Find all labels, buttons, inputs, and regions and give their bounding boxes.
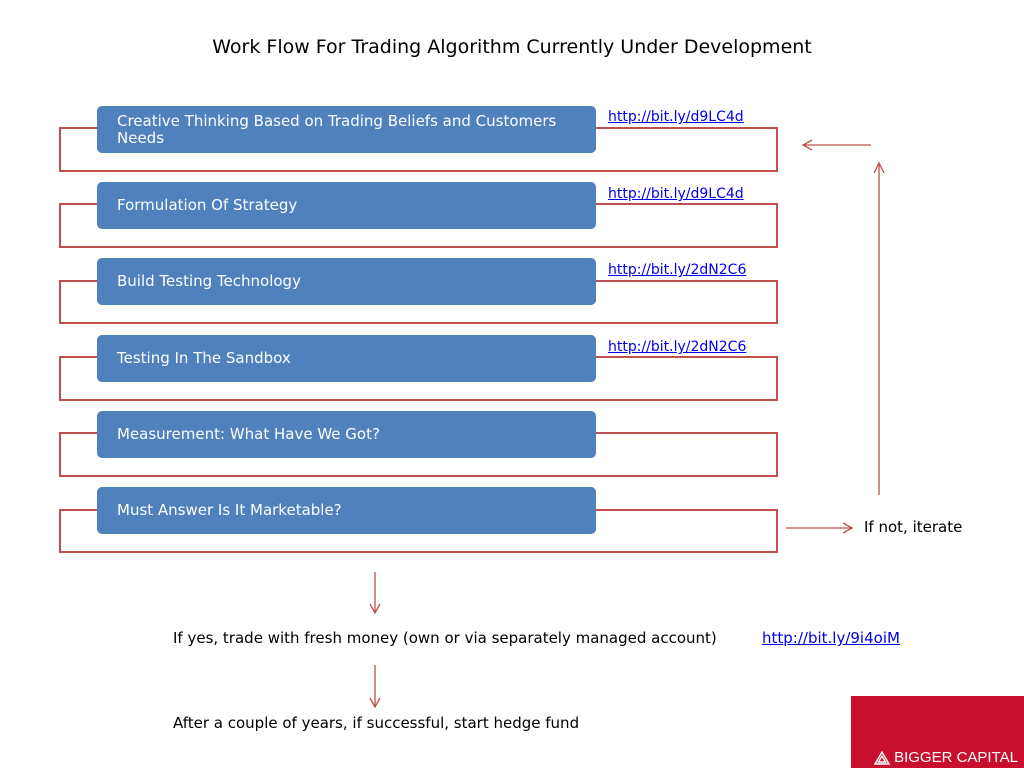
step-3-bracket <box>59 280 778 324</box>
step-marketable: Must Answer Is It Marketable? <box>97 487 596 534</box>
step-5-bracket <box>59 432 778 477</box>
step-label: Measurement: What Have We Got? <box>117 425 380 443</box>
step-4-link[interactable]: http://bit.ly/2dN2C6 <box>608 339 747 355</box>
final-down-arrow <box>369 665 381 709</box>
loop-up-arrow <box>873 161 885 495</box>
step-build-testing: Build Testing Technology <box>97 258 596 305</box>
yes-note: If yes, trade with fresh money (own or v… <box>173 629 717 647</box>
step-label: Creative Thinking Based on Trading Belie… <box>117 111 557 147</box>
brand-block: BIGGER CAPITAL <box>851 696 1024 768</box>
step-formulation: Formulation Of Strategy <box>97 182 596 229</box>
loop-back-arrow <box>801 139 871 151</box>
step-3-link[interactable]: http://bit.ly/2dN2C6 <box>608 262 747 278</box>
step-creative-thinking: Creative Thinking Based on Trading Belie… <box>97 106 596 153</box>
brand-logo: BIGGER CAPITAL <box>874 749 1018 766</box>
step-1-bracket <box>59 127 778 172</box>
step-2-link[interactable]: http://bit.ly/d9LC4d <box>608 186 744 202</box>
brand-name: BIGGER CAPITAL <box>894 749 1018 766</box>
step-sandbox: Testing In The Sandbox <box>97 335 596 382</box>
iterate-arrow <box>786 522 854 534</box>
step-2-bracket <box>59 203 778 248</box>
step-label: Formulation Of Strategy <box>117 196 298 214</box>
final-note: After a couple of years, if successful, … <box>173 714 580 732</box>
step-1-link[interactable]: http://bit.ly/d9LC4d <box>608 109 744 125</box>
step-label: Must Answer Is It Marketable? <box>117 501 342 519</box>
bigger-capital-logo-icon <box>874 750 891 765</box>
step-label: Build Testing Technology <box>117 272 301 290</box>
iterate-note: If not, iterate <box>864 518 963 536</box>
step-label: Testing In The Sandbox <box>117 349 291 367</box>
step-measurement: Measurement: What Have We Got? <box>97 411 596 458</box>
step-4-bracket <box>59 356 778 401</box>
yes-link[interactable]: http://bit.ly/9i4oiM <box>762 629 900 647</box>
yes-down-arrow <box>369 572 381 615</box>
page-title: Work Flow For Trading Algorithm Currentl… <box>212 36 812 58</box>
step-6-bracket <box>59 509 778 553</box>
